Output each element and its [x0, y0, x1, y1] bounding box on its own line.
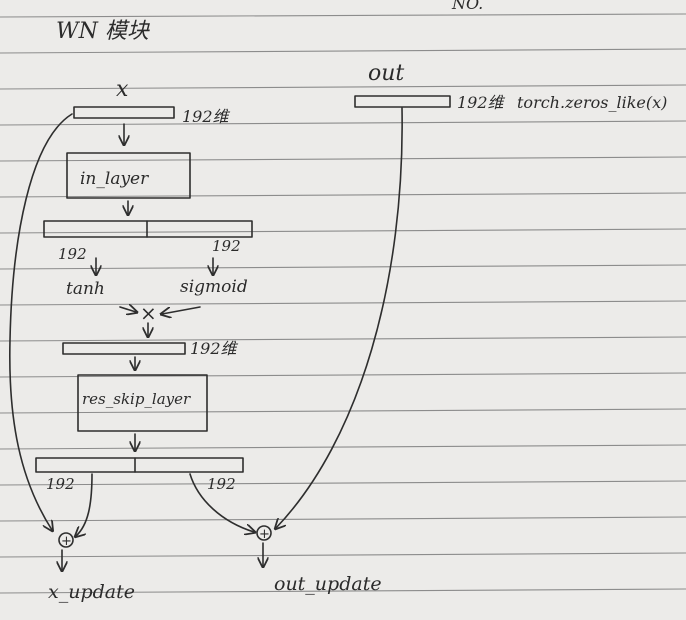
split-left-dim: 192	[58, 245, 87, 263]
x-update-label: x_update	[48, 581, 135, 603]
ruled-lines	[0, 13, 686, 594]
product-dim: 192维	[190, 339, 239, 358]
input-x-dim: 192维	[182, 107, 231, 126]
input-out-note: torch.zeros_like(x)	[517, 93, 667, 112]
res-right-dim: 192	[207, 475, 236, 493]
res-right-to-plus	[189, 473, 254, 532]
plus-node-left	[58, 532, 74, 548]
in-layer-label: in_layer	[80, 169, 149, 189]
header-no: NO.	[451, 0, 483, 13]
split-vector	[43, 220, 253, 238]
skip-out-to-plus	[276, 107, 403, 528]
plus-node-right	[256, 525, 272, 541]
input-x-label: x	[116, 77, 129, 102]
arrow-sigmoid-to-multiply	[162, 306, 201, 314]
plus-left-symbol: +	[61, 534, 72, 549]
input-x-vector	[73, 106, 175, 119]
out-update-label: out_update	[274, 573, 382, 595]
res-skip-layer-box	[77, 374, 208, 432]
skip-x-to-plus	[8, 113, 73, 530]
sigmoid-label: sigmoid	[180, 277, 248, 297]
arrow-tanh-to-multiply	[119, 307, 136, 312]
res-left-to-plus	[76, 473, 93, 536]
in-layer-box	[66, 152, 191, 199]
split-right-dim: 192	[212, 237, 241, 255]
plus-right-symbol: +	[259, 527, 270, 542]
input-out-label: out	[368, 61, 404, 86]
res-skip-layer-label: res_skip_layer	[82, 390, 191, 408]
page-title: WN 模块	[56, 19, 151, 44]
input-out-dim: 192维	[457, 93, 506, 112]
res-left-dim: 192	[46, 475, 75, 493]
res-output-vector	[35, 457, 244, 473]
multiply-operator: ×	[140, 301, 157, 325]
tanh-label: tanh	[66, 279, 105, 299]
product-vector	[62, 342, 186, 355]
input-out-vector	[354, 95, 451, 108]
